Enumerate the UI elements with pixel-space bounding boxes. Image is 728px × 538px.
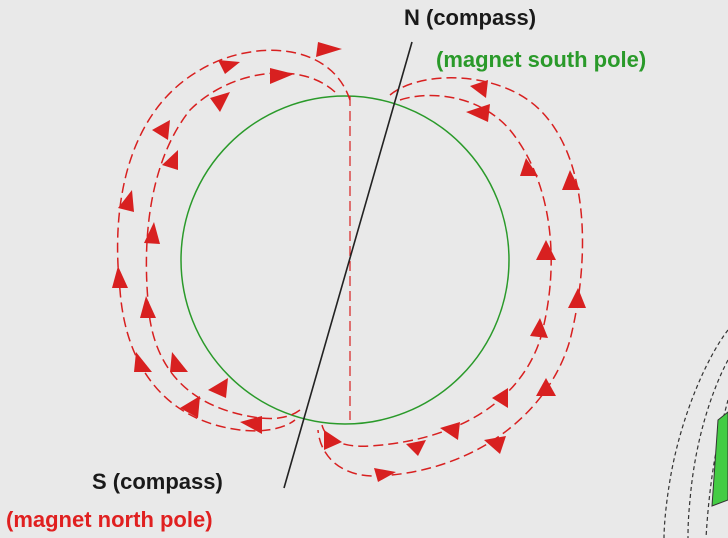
- arrowhead: [270, 68, 294, 84]
- arrowhead: [536, 240, 556, 260]
- arrowhead: [466, 104, 490, 122]
- field-line-right-inner: [321, 94, 552, 447]
- arrowhead: [210, 92, 230, 112]
- arrowhead: [170, 352, 188, 372]
- arrowhead: [162, 150, 178, 170]
- arrowhead: [324, 430, 342, 450]
- field-arrowheads: [112, 42, 586, 482]
- arrowhead: [208, 378, 228, 398]
- arrowhead: [568, 288, 586, 308]
- arrowhead: [112, 266, 128, 288]
- arrowhead: [374, 468, 396, 482]
- arrowhead: [218, 60, 240, 74]
- arrowhead: [406, 440, 426, 456]
- field-line-right-outer: [317, 77, 584, 477]
- field-line-left-inner: [145, 72, 336, 420]
- arrowhead: [492, 388, 508, 408]
- label-compass-south: S (compass): [92, 469, 223, 494]
- arrowhead: [118, 190, 134, 212]
- field-line-left-outer: [116, 49, 351, 432]
- arrowhead: [144, 222, 160, 244]
- arrowhead: [562, 170, 580, 190]
- compass-axis-line: [283, 41, 413, 489]
- arrowhead: [152, 120, 170, 140]
- arrowhead: [240, 416, 262, 434]
- label-magnet-south-pole: (magnet south pole): [436, 47, 647, 72]
- arrowhead: [440, 422, 460, 440]
- arrowhead: [520, 158, 538, 176]
- arrowhead: [316, 42, 342, 57]
- label-compass-north: N (compass): [404, 5, 537, 30]
- arrowhead: [536, 378, 556, 396]
- label-magnet-north-pole: (magnet north pole): [6, 507, 213, 532]
- arrowhead: [530, 318, 548, 338]
- arrowhead: [180, 396, 200, 418]
- earth-circle: [180, 95, 510, 425]
- arrowhead: [470, 80, 488, 98]
- arrowhead: [140, 296, 156, 318]
- neighbor-figure-fragment: [663, 329, 728, 538]
- arrowhead: [134, 352, 152, 372]
- arrowhead: [484, 436, 506, 454]
